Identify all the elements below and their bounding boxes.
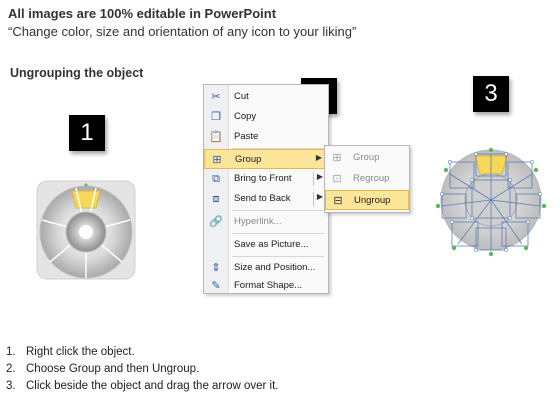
context-menu: ✂ Cut ❐ Copy 📋 Paste ⊞ Group ▶ ⧉ Bring t… [203, 84, 329, 294]
menu-item-cut[interactable]: ✂ Cut [204, 87, 328, 107]
step-badge-3: 3 [473, 76, 509, 112]
instruction-steps: 1. Right click the object. 2. Choose Group… [6, 344, 279, 395]
step-1: 1. Right click the object. [6, 344, 279, 361]
menu-item-paste[interactable]: 📋 Paste [204, 127, 328, 147]
group-icon: ⊞ [212, 154, 222, 166]
menu-separator [232, 210, 324, 211]
step-2: 2. Choose Group and then Ungroup. [6, 361, 279, 378]
step-number: 2. [6, 363, 16, 375]
selected-segment [71, 190, 101, 209]
grouped-circle-diagram[interactable] [36, 180, 136, 280]
menu-item-label: Group [235, 154, 262, 165]
submenu-item-label: Group [353, 152, 380, 163]
group-icon: ⊞ [332, 152, 342, 164]
menu-item-label: Save as Picture... [234, 239, 309, 250]
chevron-right-icon: ▶ [316, 172, 323, 181]
submenu-item-label: Ungroup [354, 195, 391, 206]
size-position-icon: ⇕ [211, 262, 221, 274]
group-submenu: ⊞ Group ⊡ Regroup ⊟ Ungroup [324, 145, 410, 213]
menu-item-label: Size and Position... [234, 262, 316, 273]
menu-item-label: Bring to Front [234, 173, 292, 184]
menu-item-format-shape[interactable]: ✎ Format Shape... [204, 276, 328, 296]
ungrouped-circle-diagram[interactable] [432, 140, 550, 258]
header-subtitle: “Change color, size and orientation of a… [8, 24, 357, 39]
section-title: Ungrouping the object [10, 66, 144, 80]
format-shape-icon: ✎ [211, 280, 221, 292]
menu-separator [232, 233, 324, 234]
menu-item-bring-to-front[interactable]: ⧉ Bring to Front ▶ [204, 169, 328, 189]
step-text: Right click the object. [26, 346, 135, 358]
menu-item-group[interactable]: ⊞ Group ▶ [204, 149, 328, 169]
copy-icon: ❐ [211, 111, 221, 123]
chevron-right-icon: ▶ [316, 192, 323, 201]
menu-item-send-to-back[interactable]: ⧈ Send to Back ▶ [204, 189, 328, 209]
menu-item-label: Copy [234, 111, 257, 122]
menu-item-label: Send to Back [234, 193, 291, 204]
menu-item-label: Cut [234, 91, 249, 102]
chevron-right-icon: ▶ [315, 153, 322, 162]
menu-item-size-and-position[interactable]: ⇕ Size and Position... [204, 258, 328, 278]
header-title: All images are 100% editable in PowerPoi… [8, 6, 277, 21]
step-number: 1. [6, 346, 16, 358]
step-number: 3. [6, 380, 16, 392]
menu-item-save-as-picture[interactable]: Save as Picture... [204, 235, 328, 255]
bring-to-front-icon: ⧉ [212, 173, 220, 185]
submenu-item-label: Regroup [353, 173, 390, 184]
menu-item-hyperlink[interactable]: 🔗 Hyperlink... [204, 212, 328, 232]
step-3: 3. Click beside the object and drag the a… [6, 378, 279, 395]
menu-separator [232, 256, 324, 257]
paste-icon: 📋 [209, 131, 223, 143]
menu-separator [232, 148, 324, 149]
submenu-item-regroup[interactable]: ⊡ Regroup [325, 169, 409, 189]
step-badge-1: 1 [69, 115, 105, 151]
step-text: Click beside the object and drag the arr… [26, 380, 279, 392]
regroup-icon: ⊡ [332, 173, 342, 185]
menu-icon-strip [204, 85, 229, 293]
submenu-item-group[interactable]: ⊞ Group [325, 148, 409, 168]
ungroup-icon: ⊟ [333, 195, 343, 207]
scissors-icon: ✂ [211, 91, 221, 103]
send-to-back-icon: ⧈ [212, 193, 220, 205]
menu-item-copy[interactable]: ❐ Copy [204, 107, 328, 127]
split-divider [313, 172, 314, 186]
hyperlink-icon: 🔗 [209, 216, 223, 228]
split-divider [313, 192, 314, 206]
resize-handles [440, 152, 542, 252]
rotation-handles [435, 147, 547, 257]
submenu-item-ungroup[interactable]: ⊟ Ungroup [325, 190, 409, 210]
menu-item-label: Paste [234, 131, 259, 142]
selection-boxes [441, 153, 541, 251]
step-text: Choose Group and then Ungroup. [26, 363, 200, 375]
menu-item-label: Format Shape... [234, 280, 303, 291]
center-glow [79, 225, 93, 239]
rotate-handle [84, 183, 88, 187]
menu-item-label: Hyperlink... [234, 216, 282, 227]
